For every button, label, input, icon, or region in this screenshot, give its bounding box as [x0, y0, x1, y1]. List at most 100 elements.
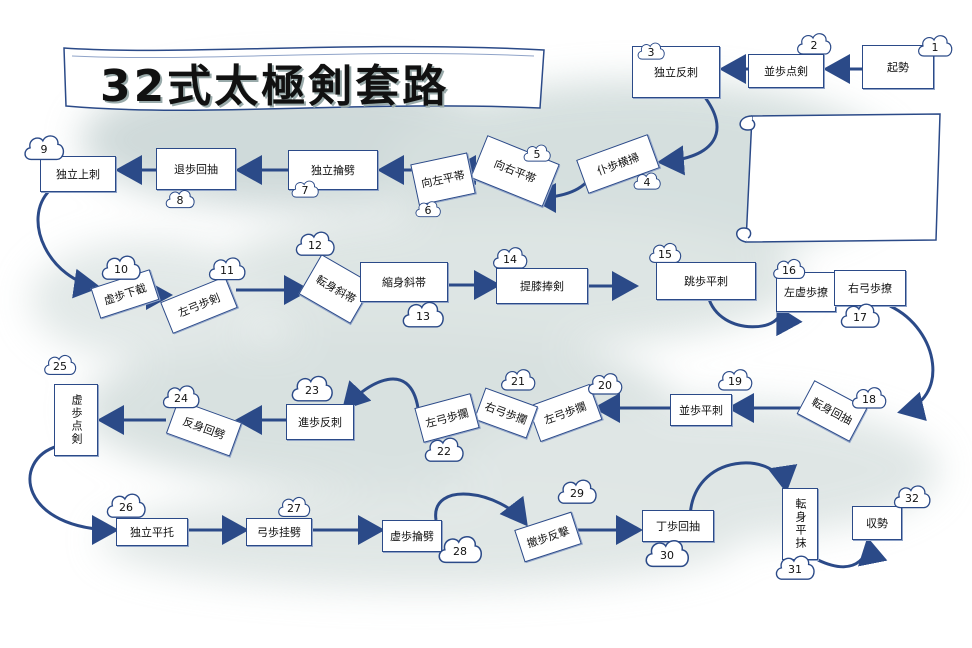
step-number: 16	[782, 263, 796, 277]
step-number-26: 26	[98, 490, 154, 524]
step-label: 右弓歩攔	[482, 399, 529, 428]
step-label: 並歩平刺	[679, 404, 723, 417]
step-number-22: 22	[418, 434, 470, 468]
step-number: 27	[287, 501, 301, 515]
step-number: 30	[660, 548, 674, 562]
step-label: 反身回劈	[180, 414, 227, 443]
step-box-27: 弓歩挂劈	[246, 518, 312, 546]
step-box-16: 左虚歩撩	[776, 272, 836, 312]
step-number: 21	[511, 374, 525, 388]
step-box-26: 独立平托	[116, 518, 188, 546]
step-number: 4	[643, 175, 651, 189]
step-box-30: 丁歩回抽	[642, 510, 714, 542]
step-number-5: 5	[522, 140, 552, 168]
step-label: 丁歩回抽	[656, 520, 700, 533]
step-number-29: 29	[552, 476, 602, 510]
step-box-28: 虚歩掄劈	[382, 520, 442, 552]
step-label: 縮身斜帯	[382, 276, 426, 289]
step-number: 19	[728, 374, 742, 388]
step-number-17: 17	[830, 300, 890, 334]
step-number: 24	[174, 391, 188, 405]
step-number-12: 12	[290, 228, 340, 262]
step-label: 独立上刺	[56, 168, 100, 181]
step-box-31: 転身平抹	[782, 488, 818, 560]
step-label: 虚歩点剣	[70, 394, 83, 446]
step-label: 転身斜帯	[313, 272, 359, 307]
step-number: 20	[598, 378, 612, 392]
step-label: 収勢	[866, 517, 888, 530]
step-box-2: 並歩点剣	[748, 54, 824, 88]
step-box-9: 独立上刺	[40, 156, 116, 192]
step-number-4: 4	[632, 168, 662, 196]
step-box-32: 収勢	[852, 506, 902, 540]
step-number: 31	[788, 562, 802, 576]
step-box-17: 右弓歩撩	[834, 270, 906, 306]
step-label: 提膝捧剣	[520, 280, 564, 293]
step-number-28: 28	[432, 532, 488, 570]
step-number: 17	[853, 310, 867, 324]
step-number: 25	[53, 359, 67, 373]
step-label: 左弓歩攔	[542, 399, 589, 428]
step-label: 独立平托	[130, 526, 174, 539]
step-number-25: 25	[32, 352, 88, 380]
step-label: 弓歩挂劈	[257, 526, 301, 539]
step-number: 29	[570, 486, 584, 500]
step-number-20: 20	[580, 370, 630, 400]
step-box-14: 提膝捧剣	[496, 268, 588, 304]
step-label: 右弓歩撩	[848, 282, 892, 295]
step-number-32: 32	[890, 482, 934, 514]
step-box-13: 縮身斜帯	[360, 262, 448, 302]
step-label: 独立反刺	[654, 66, 698, 79]
step-number-19: 19	[710, 366, 760, 396]
step-number-7: 7	[290, 176, 320, 204]
step-number-13: 13	[398, 298, 448, 334]
step-number: 1	[931, 40, 939, 54]
step-number-24: 24	[154, 382, 208, 414]
step-number-31: 31	[772, 552, 818, 586]
step-number-11: 11	[200, 254, 254, 286]
step-label: 左弓歩攔	[424, 406, 471, 431]
step-number: 12	[308, 238, 322, 252]
step-label: 起勢	[887, 61, 909, 74]
step-number-27: 27	[270, 494, 318, 522]
step-number: 32	[905, 491, 919, 505]
step-label: 独立掄劈	[311, 164, 355, 177]
step-box-15: 跳歩平刺	[656, 262, 756, 300]
step-number-6: 6	[414, 196, 442, 224]
step-number: 10	[114, 262, 128, 276]
step-number: 3	[647, 45, 655, 59]
step-number-1: 1	[916, 32, 954, 62]
step-box-19: 並歩平刺	[670, 394, 732, 426]
title-banner	[63, 45, 545, 112]
step-number-18: 18	[846, 384, 892, 414]
step-number-10: 10	[96, 252, 146, 286]
step-number: 26	[119, 500, 133, 514]
step-number: 22	[437, 444, 451, 458]
step-number-15: 15	[640, 240, 690, 268]
step-number: 14	[503, 252, 517, 266]
step-number: 11	[220, 263, 234, 277]
step-number-16: 16	[766, 256, 812, 284]
step-number-23: 23	[284, 372, 340, 408]
step-number: 8	[176, 193, 184, 207]
step-label: 左虚歩撩	[784, 286, 828, 299]
step-label: 退歩回抽	[174, 163, 218, 176]
step-number-8: 8	[164, 186, 196, 214]
step-number-2: 2	[794, 30, 834, 60]
step-number-30: 30	[640, 536, 694, 574]
step-box-8: 退歩回抽	[156, 148, 236, 190]
step-number: 15	[658, 247, 672, 261]
scroll-frame	[736, 113, 941, 243]
step-label: 左弓歩剣	[176, 291, 223, 320]
step-number: 5	[533, 147, 541, 161]
step-label: 並歩点剣	[764, 65, 808, 78]
step-label: 進歩反刺	[298, 416, 342, 429]
step-number: 9	[40, 142, 48, 156]
step-number: 28	[453, 544, 467, 558]
step-number-9: 9	[22, 130, 66, 168]
step-number-3: 3	[636, 40, 666, 64]
step-number-14: 14	[486, 244, 534, 274]
step-label: 撤歩反撃	[525, 524, 572, 551]
step-box-23: 進歩反刺	[286, 404, 354, 440]
step-number: 23	[305, 383, 319, 397]
